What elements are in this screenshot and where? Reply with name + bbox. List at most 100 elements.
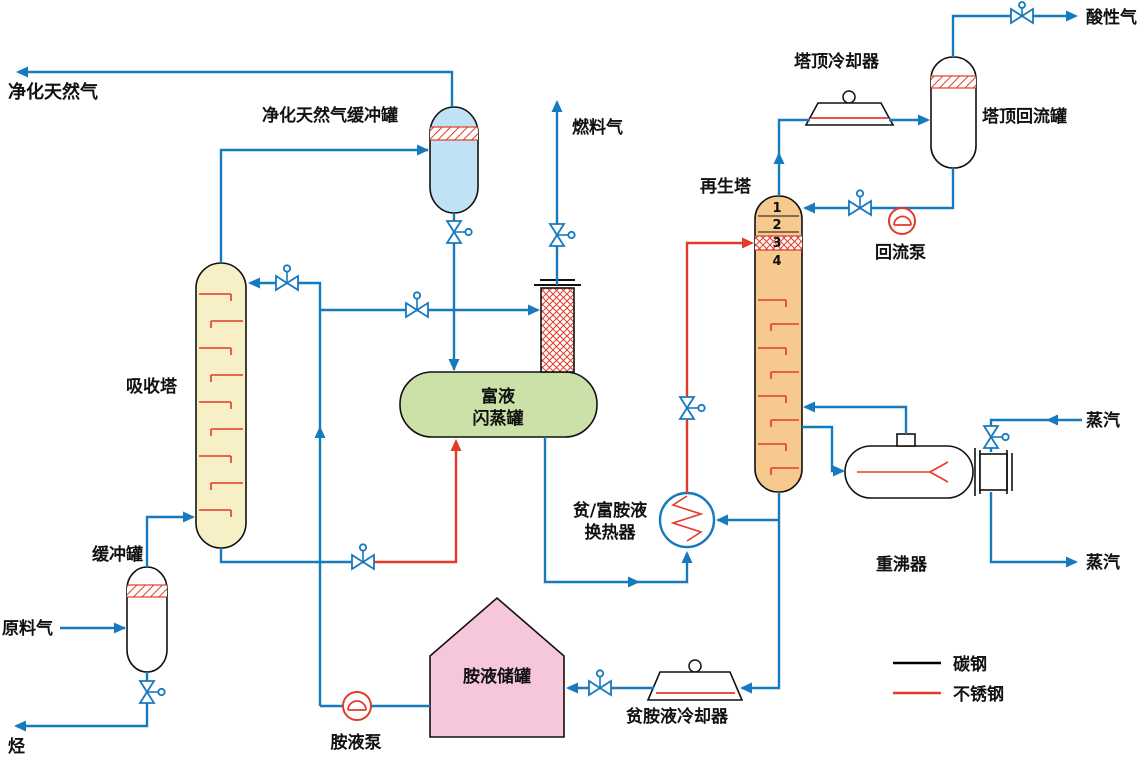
overhead-cooler-label: 塔顶冷却器 <box>794 51 880 72</box>
steam-out-line <box>989 492 1076 564</box>
flash-line-arrow <box>628 576 640 588</box>
hydrocarbon-valve <box>138 680 166 704</box>
wash-into-column-arrow <box>528 304 540 316</box>
regenerator-column: 1 2 3 4 <box>754 195 803 493</box>
legend-stainless-steel-label: 不锈钢 <box>953 684 1004 705</box>
acid-gas-label: 酸性气 <box>1086 7 1137 28</box>
reboiler-vapor-nozzle <box>896 433 916 447</box>
fuel-gas-valve <box>548 223 576 247</box>
reflux-pump-label: 回流泵 <box>875 242 926 263</box>
storage-tank-label: 胺液储罐 <box>463 666 531 687</box>
reboiler <box>844 433 1013 499</box>
regenerator-packing-band <box>755 235 802 251</box>
rich-into-exchanger-arrow <box>681 551 693 563</box>
reboiler-channel-head <box>979 453 1008 491</box>
reboiler-vapor-line <box>805 405 908 434</box>
hydrocarbon-label: 烃 <box>8 736 25 757</box>
regen-overhead-arrow <box>773 152 785 164</box>
rich-amine-line-cold <box>219 548 374 564</box>
into-absorber-arrow <box>183 511 195 523</box>
flash-tank-label-line2: 闪蒸罐 <box>473 408 524 429</box>
rich-flash-tank <box>399 371 598 438</box>
demister-band <box>127 584 167 598</box>
steam-in-arrow <box>1046 414 1058 426</box>
feed-gas-arrow <box>114 622 126 634</box>
legend-carbon-steel-label: 碳钢 <box>953 654 987 675</box>
lean-amine-riser <box>250 281 322 706</box>
purified-gas-line <box>18 70 454 107</box>
demister-band <box>931 75 976 89</box>
exchanger-coil <box>670 495 704 542</box>
lean-amine-cooler <box>646 659 744 701</box>
absorber-label: 吸收塔 <box>126 376 178 397</box>
purified-gas-label: 净化天然气 <box>8 81 98 103</box>
tray-number-2: 2 <box>772 218 781 233</box>
demister-band <box>430 126 478 141</box>
steam-valve <box>982 425 1010 449</box>
riser-up-arrow <box>314 426 326 438</box>
cooler-outlet-valve <box>588 669 612 697</box>
overhead-cooler <box>804 90 895 126</box>
regenerator-label: 再生塔 <box>700 176 752 197</box>
into-ng-tank-arrow <box>417 144 429 156</box>
tray-number-4: 4 <box>772 254 781 269</box>
absorber-column <box>195 262 247 549</box>
reflux-drum-label: 塔顶回流罐 <box>982 106 1067 127</box>
amine-storage-tank <box>429 596 565 738</box>
reboiler-feed-line <box>802 425 843 473</box>
into-reflux-drum-arrow <box>918 114 930 126</box>
hydrocarbon-line <box>16 672 149 728</box>
flow-arrows <box>14 10 1078 732</box>
amine-pump <box>342 691 372 721</box>
tray-number-3: 3 <box>772 236 781 251</box>
lean-into-absorber-arrow <box>248 277 260 289</box>
drain-to-flash-arrow <box>448 359 460 371</box>
reflux-valve <box>848 189 872 217</box>
reboiler-tube-bundle <box>857 461 949 483</box>
flash-bottoms-line <box>543 437 689 584</box>
steam-in-label: 蒸汽 <box>1086 410 1120 431</box>
cooler-fan-motor <box>842 90 856 104</box>
valves <box>138 1 1034 704</box>
acid-gas-valve <box>1010 1 1034 25</box>
lean-to-absorber-valve <box>275 264 299 292</box>
legend: 碳钢 不锈钢 <box>893 654 1004 705</box>
steam-out-label: 蒸汽 <box>1086 552 1120 573</box>
exchanger-label-line2: 换热器 <box>585 522 637 543</box>
into-reboiler-arrow <box>833 465 845 477</box>
ng-tank-drain-valve <box>445 220 473 244</box>
amine-pump-label: 胺液泵 <box>331 732 382 753</box>
feed-drum-overhead-line <box>145 515 193 567</box>
ng-buffer-tank-label: 净化天然气缓冲罐 <box>262 105 398 126</box>
acid-gas-arrow <box>1066 10 1078 22</box>
hot-rich-feed-line <box>685 241 751 493</box>
reboiler-label: 重沸器 <box>876 554 928 575</box>
hydrocarbon-arrow <box>14 720 26 732</box>
exchanger-label-line1: 贫/富胺液 <box>572 500 647 521</box>
purified-gas-arrow <box>16 66 28 78</box>
flash-tank-label-line1: 富液 <box>481 386 515 407</box>
wash-line-valve <box>405 291 429 319</box>
hot-rich-valve <box>678 396 706 420</box>
absorber-trays <box>199 293 243 517</box>
feed-into-regenerator-arrow <box>742 237 754 249</box>
into-cooler-arrow <box>740 682 752 694</box>
purified-gas-buffer-tank <box>429 106 479 214</box>
lean-cooler-label: 贫胺液冷却器 <box>625 706 729 727</box>
feed-buffer-drum <box>126 566 168 673</box>
regen-overhead-line <box>777 118 810 196</box>
flash-tank-column <box>534 279 581 373</box>
tray-number-1: 1 <box>772 201 781 216</box>
lean-to-cooler-line <box>742 492 781 690</box>
cooler-fan-motor <box>688 659 702 673</box>
fuel-gas-label: 燃料气 <box>572 117 623 138</box>
into-storage-tank-arrow <box>566 682 578 694</box>
absorber-overhead-line <box>219 148 428 263</box>
vapor-into-tower-arrow <box>803 401 815 413</box>
rich-into-flash-arrow <box>450 439 462 451</box>
rich-amine-line-ss <box>363 441 458 564</box>
reflux-line <box>805 168 955 210</box>
fuel-gas-arrow <box>551 100 563 112</box>
